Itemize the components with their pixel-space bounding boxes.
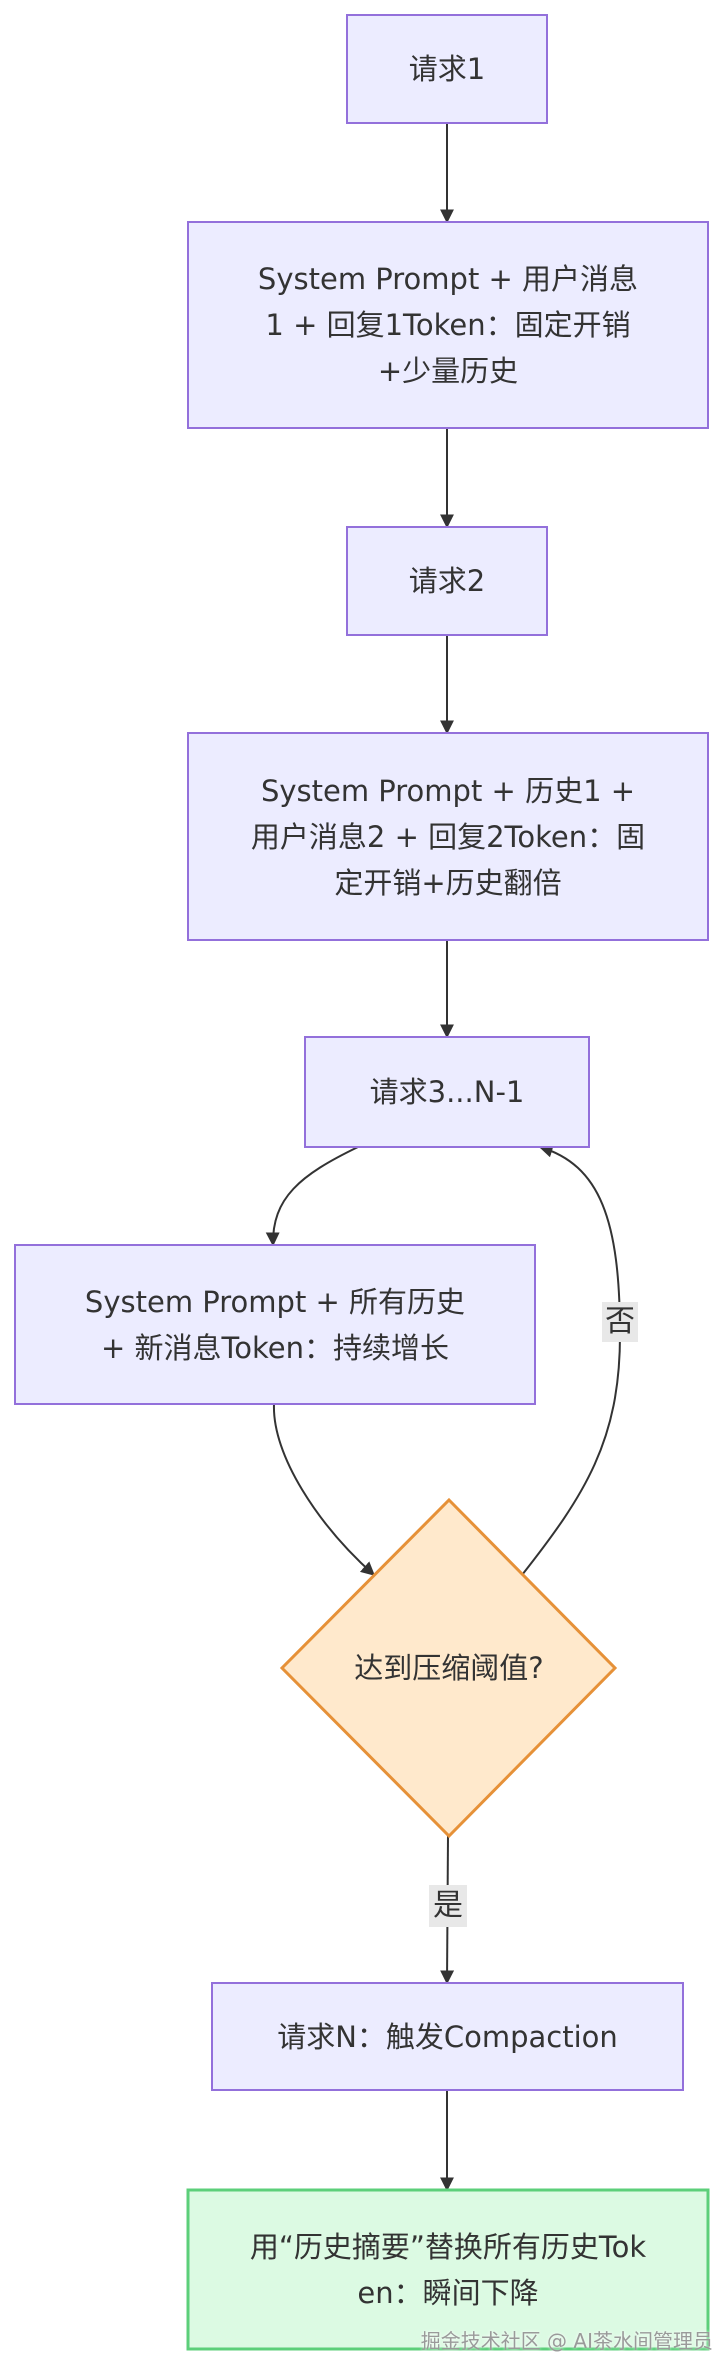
node-tokens3-text: System Prompt + 所有历史 + 新消息Token：持续增长 xyxy=(84,1284,466,1365)
node-request3-text: 请求3...N-1 xyxy=(369,1075,525,1109)
node-result-text: 用“历史摘要”替换所有历史Token：瞬间下降 xyxy=(249,2229,647,2310)
edge-tokens3-to-decision xyxy=(272,1403,376,1576)
node-tokens3-box xyxy=(14,1244,536,1405)
edge-request3-to-tokens3 xyxy=(265,1146,359,1247)
node-request1-box xyxy=(346,14,548,124)
node-decision-diamond xyxy=(279,1497,618,1839)
node-decision-text: 达到压缩阈值? xyxy=(354,1651,544,1685)
node-request2-text: 请求2 xyxy=(408,564,486,598)
node-request2-box xyxy=(346,526,548,636)
edge-decision-no-to-request3 xyxy=(521,1143,622,1576)
edge-label-no: 否 xyxy=(602,1302,638,1342)
node-tokens1-text: System Prompt + 用户消息1 + 回复1Token：固定开销+少量… xyxy=(257,262,639,388)
node-tokens2-text: System Prompt + 历史1 + 用户消息2 + 回复2Token：固… xyxy=(250,773,646,900)
edge-label-yes: 是 xyxy=(429,1885,467,1927)
watermark-text: 掘金技术社区 @ AI茶水间管理员 xyxy=(420,2329,713,2353)
node-request1-text: 请求1 xyxy=(408,52,486,86)
node-tokens2-box xyxy=(187,732,709,941)
node-result-box xyxy=(186,2188,710,2351)
node-requestN-text: 请求N：触发Compaction xyxy=(277,2019,618,2054)
node-requestN-box xyxy=(211,1982,684,2091)
node-tokens1-box xyxy=(187,221,709,429)
node-request3-box xyxy=(304,1036,590,1148)
